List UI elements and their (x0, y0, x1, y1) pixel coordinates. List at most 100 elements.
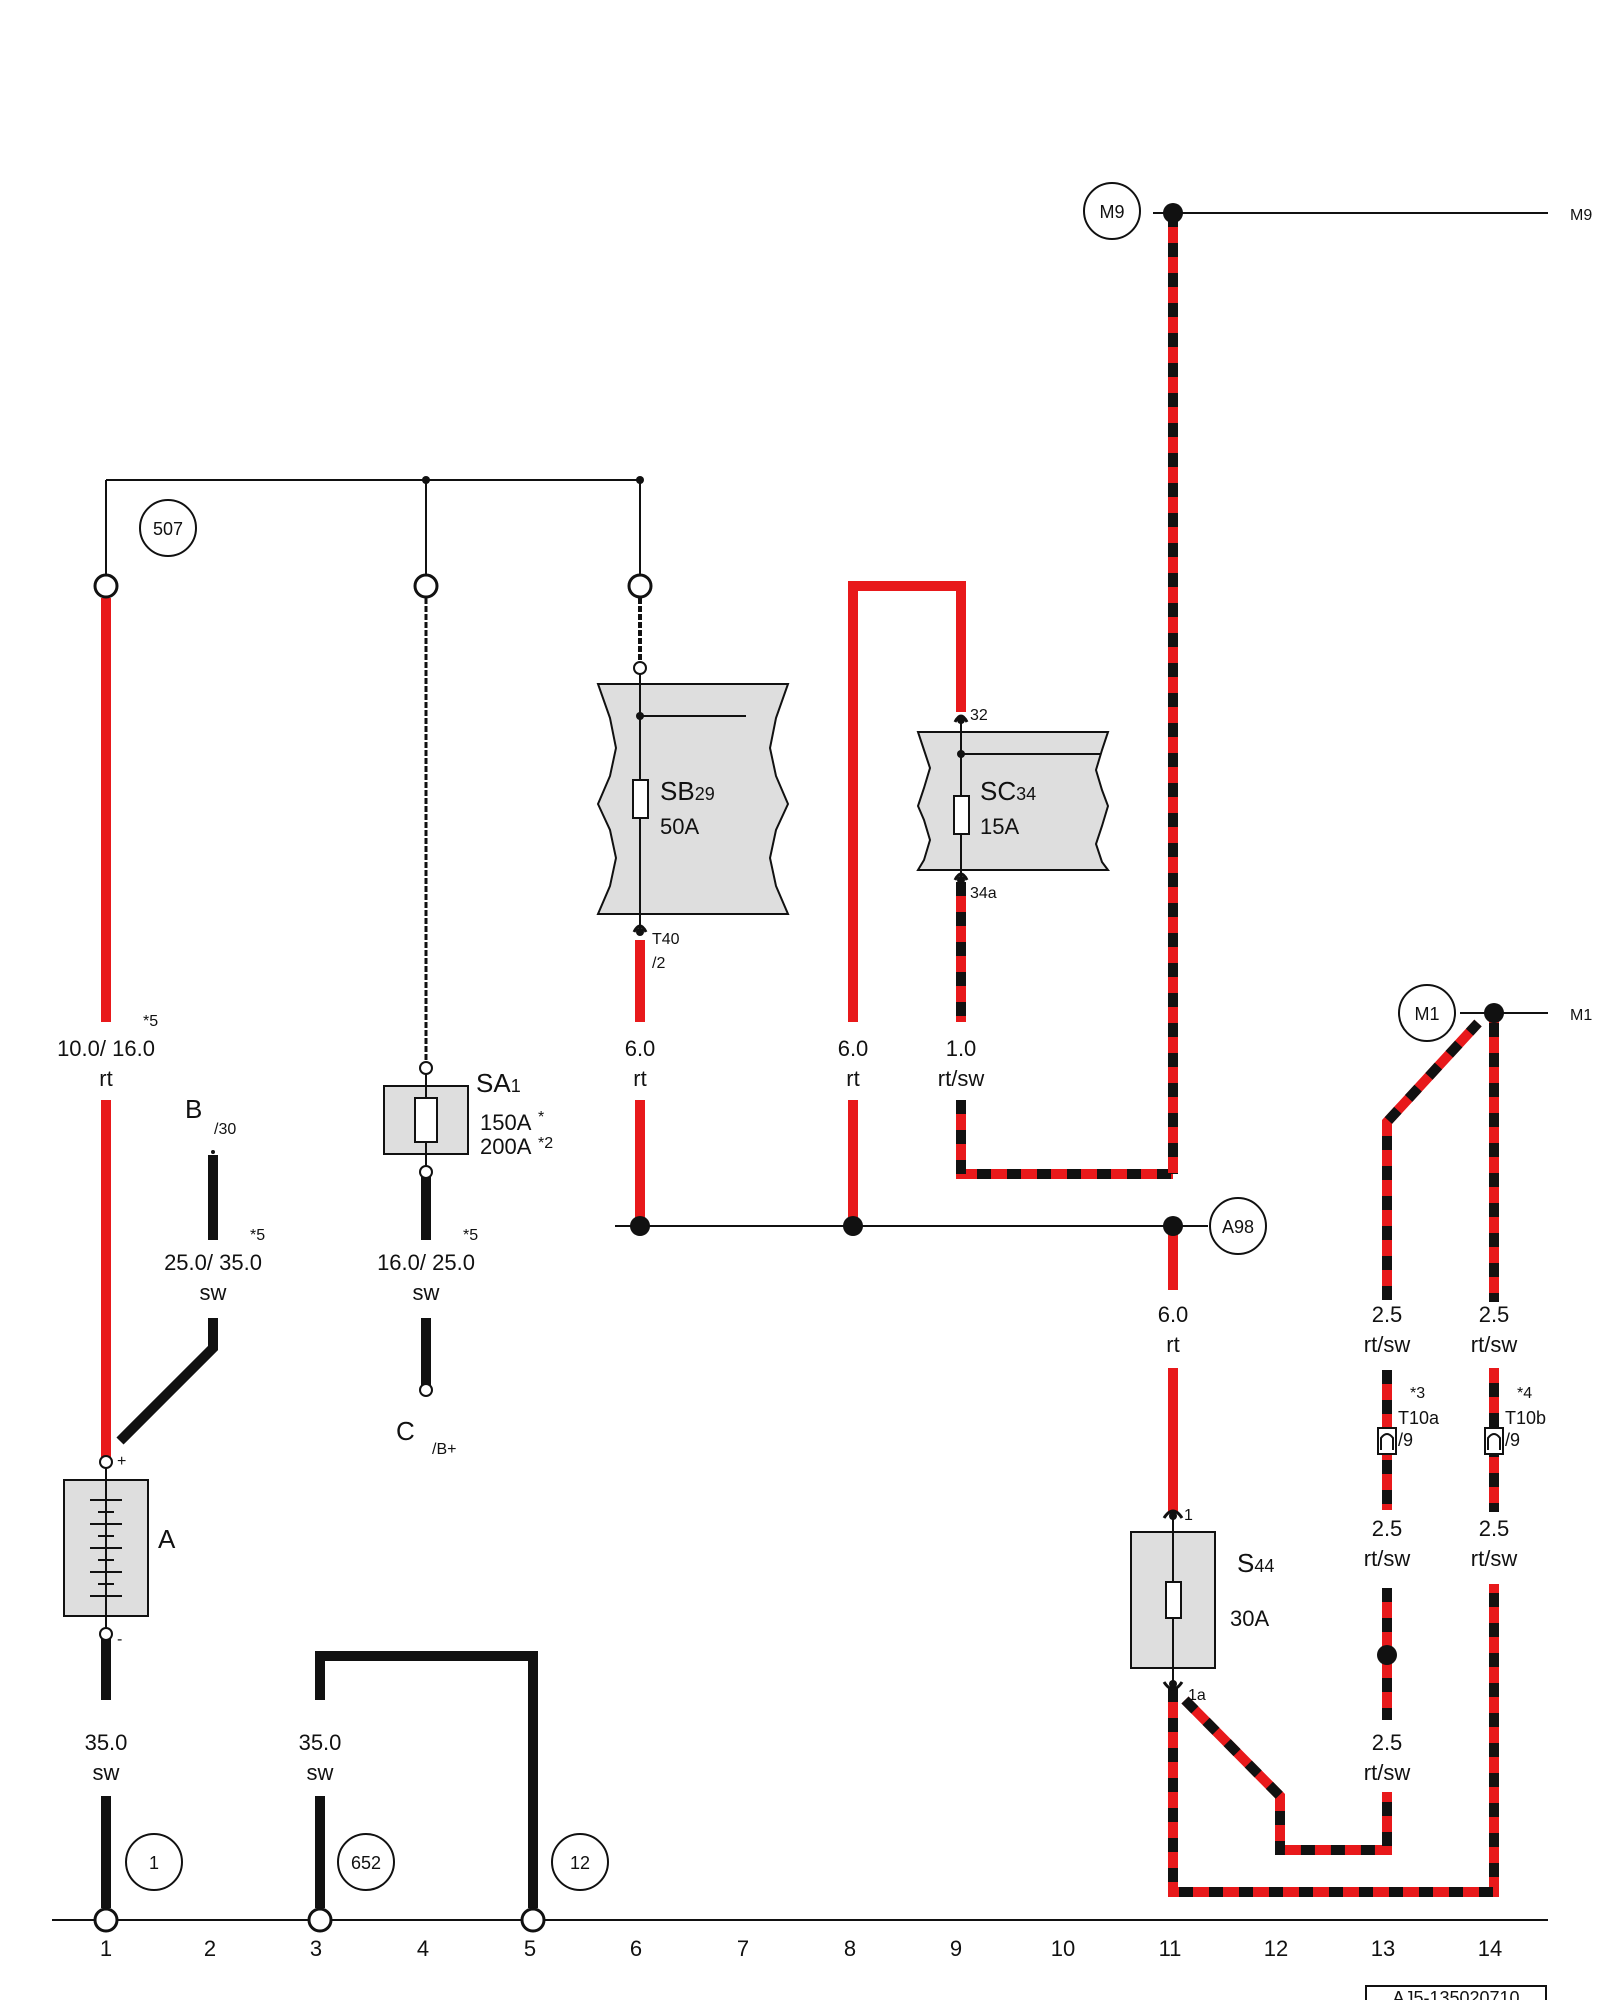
fuse-box-SB29 (596, 674, 790, 936)
wire-col4-note: *5 (463, 1227, 478, 1244)
ref-507[interactable]: 507 (153, 519, 183, 539)
wire-bottom-black (101, 1636, 538, 1908)
SA1-note1: * (538, 1109, 544, 1126)
SA1-rating1: 150A (480, 1110, 532, 1135)
column-number: 14 (1478, 1936, 1502, 1961)
wire-label-gaps (1373, 1302, 1510, 1792)
battery-label: A (158, 1524, 176, 1554)
column-number: 13 (1371, 1936, 1395, 1961)
wire-S44-out-redblack (1168, 1013, 1499, 1897)
wire-col8-color: rt (846, 1066, 859, 1091)
junction-dots (422, 203, 1504, 1665)
column-number: 4 (417, 1936, 429, 1961)
wire-col14-top-size: 2.5 (1479, 1302, 1510, 1327)
column-number: 8 (844, 1936, 856, 1961)
wire-col2-color: sw (200, 1280, 227, 1305)
SC34-rating: 15A (980, 814, 1019, 839)
wire-col13-redblack (1382, 1019, 1482, 1718)
C-label: C (396, 1416, 415, 1446)
document-id-box: AJ5-135020710 (1365, 1985, 1547, 2000)
connector-T10b (1484, 1427, 1504, 1455)
wire-col9-color: rt/sw (938, 1066, 985, 1091)
battery-A (63, 1468, 149, 1628)
SC34-label: SC34 (980, 776, 1036, 806)
ref-M9[interactable]: M9 (1099, 202, 1124, 222)
column-number: 5 (524, 1936, 536, 1961)
ref-circles (125, 182, 1456, 1891)
wire-col13-low-size: 2.5 (1372, 1730, 1403, 1755)
wire-col14-mid-size: 2.5 (1479, 1516, 1510, 1541)
wire-col3-bot-color: sw (307, 1760, 334, 1785)
wire-col2-size: 25.0/ 35.0 (164, 1250, 262, 1275)
wire-col4-size: 16.0/ 25.0 (377, 1250, 475, 1275)
SA1-note2: *2 (538, 1135, 553, 1152)
wire-col1-bot-color: sw (93, 1760, 120, 1785)
T10a-pin: /9 (1398, 1430, 1413, 1450)
wire-col13-top-size: 2.5 (1372, 1302, 1403, 1327)
wire-col13-mid-color: rt/sw (1364, 1546, 1411, 1571)
S44-label: S44 (1237, 1548, 1274, 1578)
wire-col1-color: rt (99, 1066, 112, 1091)
fuse-box-SA1 (383, 1074, 469, 1166)
edge-ref-M9[interactable]: M9 (1570, 207, 1592, 224)
ref-A98[interactable]: A98 (1222, 1217, 1254, 1237)
battery-minus-label: - (117, 1631, 122, 1648)
column-number: 3 (310, 1936, 322, 1961)
T10a-note: *3 (1410, 1385, 1425, 1402)
SC34-pin-32: 32 (970, 707, 988, 724)
wire-col9-size: 1.0 (946, 1036, 977, 1061)
ref-652[interactable]: 652 (351, 1853, 381, 1873)
edge-ref-M1[interactable]: M1 (1570, 1007, 1592, 1024)
T10b-note: *4 (1517, 1385, 1532, 1402)
wire-col13-low-color: rt/sw (1364, 1760, 1411, 1785)
wire-col2-black (116, 1155, 218, 1445)
S44-pin-1a: 1a (1188, 1687, 1206, 1704)
battery-plus-label: + (117, 1453, 126, 1470)
T10b-name: T10b (1505, 1408, 1546, 1428)
fuse-box-S44 (1130, 1509, 1216, 1691)
thin-bus-lines (52, 212, 1548, 1921)
SA1-rating2: 200A (480, 1134, 532, 1159)
fuse-box-SC34 (916, 714, 1110, 884)
SB29-pin-T40: T40 (652, 931, 680, 948)
wire-col13-mid-size: 2.5 (1372, 1516, 1403, 1541)
wire-col9-redblack (956, 882, 1173, 1179)
column-number: 12 (1264, 1936, 1288, 1961)
ref-1[interactable]: 1 (149, 1853, 159, 1873)
T10a-name: T10a (1398, 1408, 1440, 1428)
wire-col11-color: rt (1166, 1332, 1179, 1357)
S44-rating: 30A (1230, 1606, 1269, 1631)
wire-col2-note: *5 (250, 1227, 265, 1244)
B-label: B (185, 1094, 202, 1124)
wire-col1-note: *5 (143, 1013, 158, 1030)
wire-col13-top-color: rt/sw (1364, 1332, 1411, 1357)
document-id: AJ5-135020710 (1392, 1988, 1519, 2000)
column-number: 6 (630, 1936, 642, 1961)
wire-col1-bot-size: 35.0 (85, 1730, 128, 1755)
column-number: 7 (737, 1936, 749, 1961)
SA1-label: SA1 (476, 1068, 521, 1098)
ring-terminals (93, 573, 653, 1933)
wire-col6-color: rt (633, 1066, 646, 1091)
wire-col4-color: sw (413, 1280, 440, 1305)
SC34-pin-34a: 34a (970, 885, 997, 902)
small-pin-rings (99, 661, 647, 1641)
wire-col8-size: 6.0 (838, 1036, 869, 1061)
B-pin-label: /30 (214, 1121, 236, 1138)
SB29-rating: 50A (660, 814, 699, 839)
ref-M1[interactable]: M1 (1414, 1004, 1439, 1024)
wire-col6-size: 6.0 (625, 1036, 656, 1061)
wire-col8-red (848, 581, 966, 1226)
wire-col1-size: 10.0/ 16.0 (57, 1036, 155, 1061)
C-pin-label: /B+ (432, 1441, 456, 1458)
column-number: 11 (1159, 1936, 1182, 1961)
wire-col3-bot-size: 35.0 (299, 1730, 342, 1755)
T10b-pin: /9 (1505, 1430, 1520, 1450)
column-number: 2 (204, 1936, 216, 1961)
SB29-label: SB29 (660, 776, 715, 806)
column-number: 9 (950, 1936, 962, 1961)
S44-pin-1: 1 (1184, 1507, 1193, 1524)
ref-12[interactable]: 12 (570, 1853, 590, 1873)
wire-col14-top-color: rt/sw (1471, 1332, 1518, 1357)
